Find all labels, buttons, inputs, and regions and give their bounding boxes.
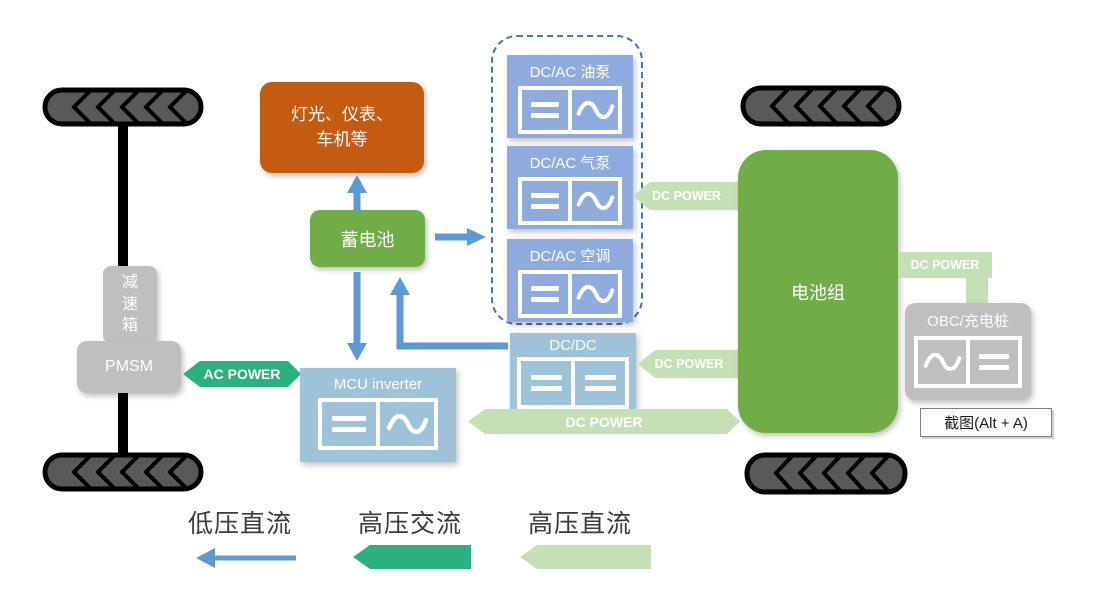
ac-to-dc-converter-icon bbox=[914, 336, 1022, 388]
ac-power-label: AC POWER bbox=[203, 366, 281, 382]
dc-power-label: DC POWER bbox=[565, 413, 643, 430]
dc-to-ac-converter-icon bbox=[518, 177, 622, 225]
legend-label-high-voltage-dc: 高压直流 bbox=[528, 510, 633, 538]
ac-sine-wave-icon bbox=[380, 402, 434, 446]
dcac-aircon-label: DC/AC 空调 bbox=[529, 248, 611, 265]
ac-sine-wave-icon bbox=[918, 340, 966, 384]
obc-label: OBC/充电桩 bbox=[927, 313, 1009, 330]
mcu-inverter-label: MCU inverter bbox=[333, 376, 423, 393]
dc-to-ac-converter-icon bbox=[518, 86, 622, 134]
mcu-inverter-box: MCU inverter bbox=[300, 368, 456, 462]
battery-pack-label: 电池组 bbox=[791, 282, 845, 303]
gearbox-box: 减速箱 bbox=[103, 266, 157, 343]
dcac-air-pump-box: DC/AC 气泵 bbox=[507, 146, 633, 229]
obc-charger-box: OBC/充电桩 bbox=[905, 303, 1031, 400]
dc-to-ac-converter-icon bbox=[318, 398, 438, 450]
arrowhead-left-icon bbox=[196, 548, 215, 568]
dc-symbol-icon bbox=[522, 274, 568, 314]
gearbox-label: 减速箱 bbox=[121, 274, 138, 335]
wheel-front-left-icon bbox=[42, 87, 204, 127]
dc-symbol-icon bbox=[575, 361, 625, 405]
dc-to-ac-converter-icon bbox=[518, 270, 622, 318]
pmsm-label: PMSM bbox=[105, 358, 153, 375]
arrowhead-up-icon bbox=[390, 277, 410, 295]
screenshot-tooltip-label: 截图(Alt + A) bbox=[944, 415, 1028, 432]
ac-sine-wave-icon bbox=[572, 274, 618, 314]
ac-sine-wave-icon bbox=[572, 181, 618, 221]
ac-power-arrow: AC POWER bbox=[183, 361, 301, 387]
dcac-oil-pump-box: DC/AC 油泵 bbox=[507, 55, 633, 138]
dc-power-elbow-vertical bbox=[966, 277, 988, 306]
aux-battery-label: 蓄电池 bbox=[340, 229, 395, 250]
screenshot-tooltip-button[interactable]: 截图(Alt + A) bbox=[920, 408, 1052, 437]
arrowhead-down-icon bbox=[347, 343, 367, 361]
dcac-oil-pump-label: DC/AC 油泵 bbox=[529, 64, 611, 81]
dcac-air-pump-label: DC/AC 气泵 bbox=[529, 155, 611, 172]
lights-instruments-label: 灯光、仪表、 车机等 bbox=[291, 104, 393, 149]
legend-label-low-voltage-dc: 低压直流 bbox=[188, 510, 293, 538]
dc-power-arrow-to-mcu: DC POWER bbox=[468, 409, 740, 434]
dc-power-label: DC POWER bbox=[910, 258, 980, 272]
pmsm-motor-box: PMSM bbox=[77, 341, 181, 393]
arrowhead-right-icon bbox=[467, 228, 486, 246]
dcdc-label: DC/DC bbox=[549, 337, 597, 354]
dcdc-converter-box: DC/DC bbox=[510, 333, 636, 409]
dc-power-label: DC POWER bbox=[654, 357, 724, 371]
dc-power-arrow-to-dcac: DC POWER bbox=[633, 182, 740, 210]
dc-power-label: DC POWER bbox=[652, 189, 721, 203]
dc-power-elbow-to-obc: DC POWER bbox=[898, 252, 992, 278]
dc-symbol-icon bbox=[521, 361, 571, 405]
dc-to-dc-converter-icon bbox=[517, 357, 629, 409]
battery-pack-box: 电池组 bbox=[738, 150, 898, 433]
legend-label-high-voltage-ac: 高压交流 bbox=[358, 510, 463, 538]
dc-symbol-icon bbox=[970, 340, 1018, 384]
wheel-front-right-icon bbox=[740, 85, 902, 127]
wheel-rear-right-icon bbox=[744, 452, 908, 495]
dcac-group-outline bbox=[491, 35, 643, 325]
dcac-aircon-box: DC/AC 空调 bbox=[507, 239, 633, 322]
legend-high-voltage-ac-arrow bbox=[353, 545, 471, 569]
ac-sine-wave-icon bbox=[572, 90, 618, 130]
arrowhead-up-icon bbox=[347, 175, 367, 193]
wheel-rear-left-icon bbox=[42, 452, 204, 492]
dc-symbol-icon bbox=[322, 402, 376, 446]
dc-symbol-icon bbox=[522, 181, 568, 221]
dc-power-arrow-to-dcdc: DC POWER bbox=[638, 350, 740, 378]
dc-symbol-icon bbox=[522, 90, 568, 130]
lights-instruments-box: 灯光、仪表、 车机等 bbox=[260, 82, 424, 173]
aux-battery-box: 蓄电池 bbox=[310, 210, 425, 267]
legend-high-voltage-dc-arrow bbox=[520, 545, 651, 569]
